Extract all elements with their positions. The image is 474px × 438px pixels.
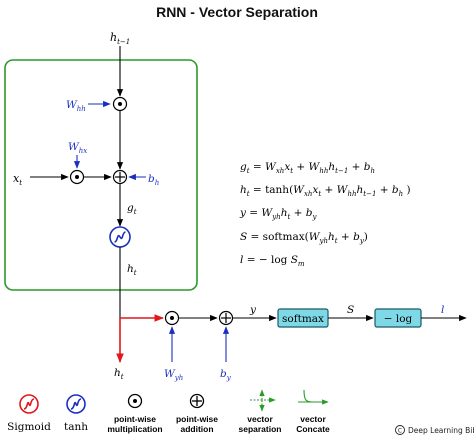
g-t-label: gt <box>127 202 137 216</box>
add-node-y <box>218 310 234 326</box>
legend-multiplication-line1: point-wise <box>114 414 156 424</box>
legend-concate-line1: vector <box>300 414 326 424</box>
sigmoid-icon <box>19 394 39 414</box>
s-label: S <box>347 304 354 316</box>
equations: gt = Wxhxt + Whhht−1 + bh ht = tanh(Wxhx… <box>239 161 411 268</box>
legend-tanh-label: tanh <box>64 421 88 433</box>
legend-separation-line1: vector <box>247 414 273 424</box>
legend-separation-line2: separation <box>239 424 282 434</box>
legend-multiplication-line2: multiplication <box>107 424 162 434</box>
equation-2: ht = tanh(Wxhxt + Whhht−1 + bh ) <box>240 184 411 198</box>
softmax-box: softmax <box>277 308 329 328</box>
w-hx-label: Whx <box>68 141 87 155</box>
b-h-label: bh <box>148 173 159 187</box>
h-prev-label: ht−1 <box>110 31 130 46</box>
add-node-h <box>112 169 128 185</box>
legend-addition-line2: addition <box>180 424 213 434</box>
h-t-out-label: ht <box>114 367 124 381</box>
vector-concate-icon <box>298 389 329 405</box>
multiply-node-hh <box>112 96 128 112</box>
equation-1: gt = Wxhxt + Whhht−1 + bh <box>240 161 375 175</box>
b-y-label: by <box>220 368 232 382</box>
neglog-label: − log <box>384 313 413 325</box>
w-yh-label: Wyh <box>164 368 183 382</box>
diagram-title: RNN - Vector Separation <box>156 4 318 20</box>
equation-3: y = Wyhht + by <box>239 207 318 221</box>
x-t-label: xt <box>13 172 22 187</box>
legend-addition-line1: point-wise <box>176 414 218 424</box>
pointwise-addition-icon <box>189 393 205 409</box>
vector-separation-icon <box>250 389 276 412</box>
equation-4: S = softmax(Wyhht + by) <box>240 231 368 245</box>
legend-sigmoid-label: Sigmoid <box>7 421 51 433</box>
tanh-icon <box>66 394 86 414</box>
neglog-box: − log <box>374 308 422 328</box>
legend: Sigmoid tanh point-wise multiplication p… <box>7 389 330 434</box>
h-t-inner-label: ht <box>127 263 137 277</box>
y-label: y <box>249 304 257 316</box>
copyright-icon <box>395 425 405 435</box>
tanh-node <box>109 226 131 248</box>
credit-text: Deep Learning Bible <box>408 426 474 435</box>
copyright-letter: C <box>398 428 402 435</box>
l-label: l <box>441 304 444 316</box>
multiply-node-yh <box>164 310 180 326</box>
legend-concate-line2: Concate <box>296 424 330 434</box>
pointwise-multiplication-icon <box>127 393 143 409</box>
equation-5: l = − log Sm <box>240 254 305 268</box>
multiply-node-hx <box>69 169 85 185</box>
w-hh-label: Whh <box>66 99 86 113</box>
softmax-label: softmax <box>282 313 324 325</box>
rnn-cell-box <box>4 59 198 291</box>
credit: C Deep Learning Bible <box>395 425 474 435</box>
